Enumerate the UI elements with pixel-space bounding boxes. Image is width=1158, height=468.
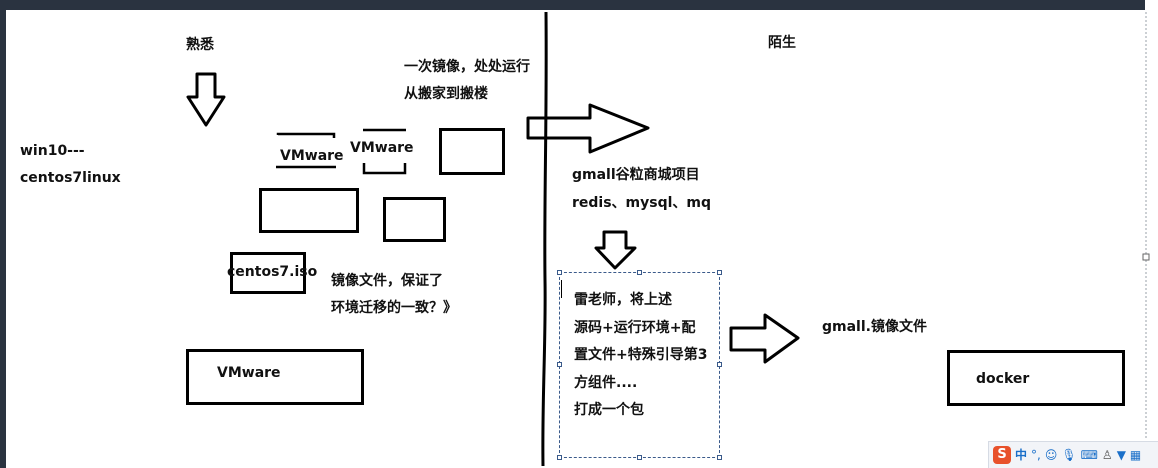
vmware-box-label: VMware: [217, 365, 281, 381]
down-arrow-right: [594, 230, 637, 270]
left-frame: [0, 0, 6, 468]
iso-box: [230, 252, 306, 294]
vmware-top-bracket: [276, 132, 336, 138]
right-arrow-bottom: [729, 313, 800, 364]
selected-text-line: 打成一个包: [574, 402, 644, 418]
gmall-image-label: gmall.镜像文件: [822, 319, 927, 335]
selected-text-line: 方组件....: [574, 375, 638, 391]
vmware-box: [186, 349, 364, 405]
container-box-1: [439, 128, 505, 175]
slogan-line1: 一次镜像，处处运行: [404, 59, 530, 75]
divider-line: [541, 11, 548, 467]
resize-handle[interactable]: [557, 270, 562, 275]
project-line2: redis、mysql、mq: [572, 195, 712, 211]
container-box-2: [259, 188, 359, 233]
resize-handle[interactable]: [717, 270, 722, 275]
top-frame: [0, 0, 1158, 10]
selected-text-line: 雷老师，将上述: [574, 292, 672, 308]
sogou-logo-icon[interactable]: S: [993, 446, 1011, 464]
project-line1: gmall谷粒商城项目: [572, 167, 700, 183]
skin-icon[interactable]: ▼: [1116, 448, 1126, 462]
docker-box: [947, 350, 1125, 406]
vmware2-bracket: [362, 163, 407, 175]
text-cursor: [561, 280, 562, 298]
os-text-line1: win10---: [20, 143, 85, 159]
page-handle: [1142, 253, 1150, 261]
down-arrow-left: [186, 72, 226, 127]
right-arrow-top: [526, 103, 650, 154]
resize-handle[interactable]: [557, 362, 562, 367]
vmware-label-2: VMware: [350, 140, 414, 156]
os-text-line2: centos7linux: [20, 170, 121, 186]
ime-punct-toggle[interactable]: °,: [1031, 448, 1041, 462]
toolbox-icon[interactable]: ▦: [1129, 448, 1142, 462]
selected-text-line: 置文件+特殊引导第3: [574, 347, 708, 363]
vmware-label-1: VMware: [280, 148, 344, 164]
iso-label: centos7.iso: [227, 264, 318, 280]
image-note-line2: 环境迁移的一致？》: [331, 300, 457, 316]
resize-handle[interactable]: [637, 455, 642, 460]
resize-handle[interactable]: [717, 455, 722, 460]
resize-handle[interactable]: [637, 270, 642, 275]
microphone-icon[interactable]: 🎙: [1061, 448, 1077, 462]
keyboard-icon[interactable]: ⌨: [1080, 448, 1098, 462]
slogan-line2: 从搬家到搬楼: [404, 86, 488, 102]
selected-text-line: 源码+运行环境+配: [574, 320, 696, 336]
unfamiliar-heading: 陌生: [768, 35, 796, 51]
resize-handle[interactable]: [557, 455, 562, 460]
user-icon[interactable]: ♙: [1101, 448, 1113, 462]
right-edge: [1145, 0, 1158, 468]
docker-label: docker: [976, 371, 1030, 387]
ime-toolbar[interactable]: S 中 °, ☺ 🎙 ⌨ ♙ ▼ ▦: [988, 441, 1158, 468]
ime-lang-toggle[interactable]: 中: [1015, 448, 1028, 462]
container-box-3: [383, 197, 446, 242]
emoji-icon[interactable]: ☺: [1044, 448, 1058, 462]
familiar-heading: 熟悉: [186, 37, 214, 53]
resize-handle[interactable]: [717, 362, 722, 367]
image-note-line1: 镜像文件，保证了: [331, 273, 443, 289]
